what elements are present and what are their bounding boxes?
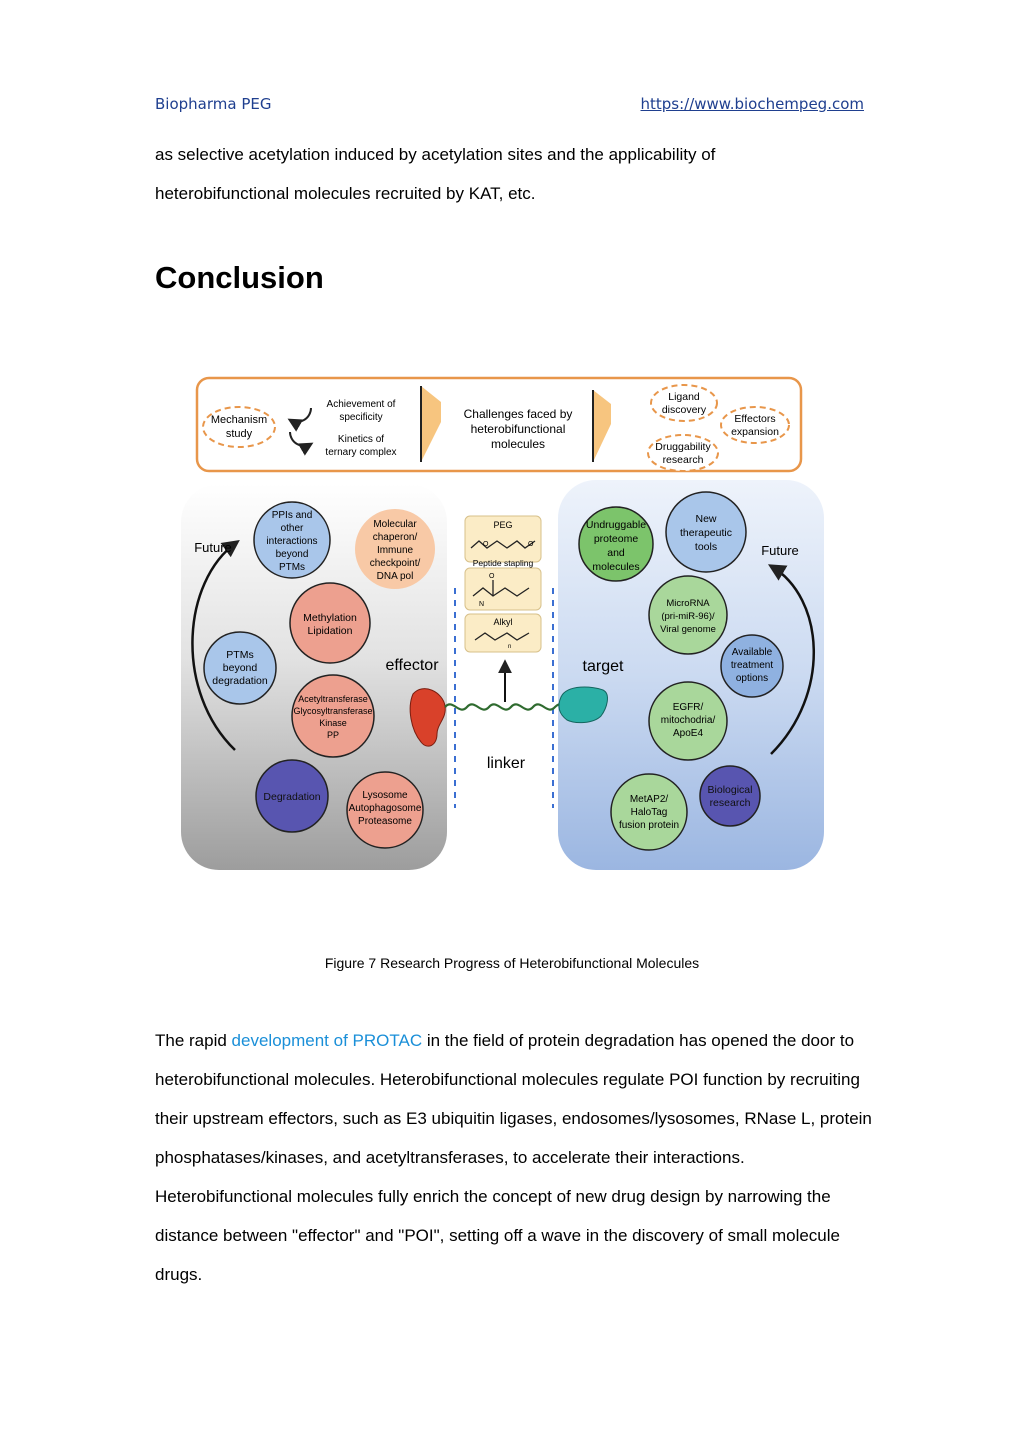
future-left-label: Future: [194, 540, 232, 555]
svg-text:N: N: [479, 601, 484, 608]
intro-line-1: as selective acetylation induced by acet…: [155, 145, 716, 164]
mechanism-bubble: [202, 406, 276, 448]
druggability-bubble: [647, 434, 719, 472]
future-right-label: Future: [761, 543, 799, 558]
svg-text:O: O: [528, 541, 534, 548]
body-text-start: The rapid: [155, 1031, 232, 1050]
body-text-rest: in the field of protein degradation has …: [155, 1031, 872, 1284]
biological-circle: [699, 765, 761, 827]
lysosome-circle: [346, 771, 424, 849]
egfr-label: EGFR/mitochodria/ApoE4: [661, 702, 716, 739]
chaperon-circle: [355, 509, 435, 589]
metap2-circle: [610, 773, 688, 851]
protac-link[interactable]: development of PROTAC: [231, 1031, 423, 1050]
degradation-label: Degradation: [263, 791, 320, 803]
intro-line-2: heterobifunctional molecules recruited b…: [155, 184, 536, 203]
header-url-link[interactable]: https://www.biochempeg.com: [640, 95, 865, 113]
peg-label: PEG: [493, 520, 512, 530]
stapling-label: Peptide stapling: [473, 558, 534, 568]
linker-chain: [444, 703, 566, 711]
microrna-circle: [648, 575, 728, 655]
effectors-bubble: [720, 406, 790, 444]
svg-text:O: O: [489, 573, 495, 580]
alkyl-box: [464, 613, 542, 653]
svg-text:O: O: [483, 541, 489, 548]
header-brand: Biopharma PEG: [155, 95, 272, 113]
intro-paragraph: as selective acetylation induced by acet…: [155, 135, 875, 213]
effector-shape: [409, 688, 446, 747]
svg-text:n: n: [508, 644, 511, 650]
body-paragraph: The rapid development of PROTAC in the f…: [155, 1021, 875, 1294]
ligand-bubble: [650, 384, 718, 422]
degradation-circle: [255, 759, 329, 833]
available-circle: [720, 634, 784, 698]
egfr-circle: [648, 681, 728, 761]
ppis-circle: [253, 501, 331, 579]
methylation-circle: [289, 582, 371, 664]
linker-label: linker: [487, 755, 526, 772]
section-title: Conclusion: [155, 260, 324, 295]
newtools-circle: [665, 491, 747, 573]
effector-label: effector: [385, 657, 439, 674]
target-shape: [558, 686, 608, 724]
figure-caption: Figure 7 Research Progress of Heterobifu…: [324, 955, 700, 971]
microrna-label: MicroRNA(pri-miR-96)/Viral genome: [660, 598, 716, 635]
undruggable-circle: [578, 506, 654, 582]
acetyltransferase-circle: [291, 674, 375, 758]
future-arrow-left: [191, 539, 240, 751]
alkyl-label: Alkyl: [493, 617, 512, 627]
peg-box: [464, 515, 542, 563]
target-label: target: [583, 658, 624, 675]
future-arrow-right: [767, 564, 815, 755]
ptms-circle: [203, 631, 277, 705]
